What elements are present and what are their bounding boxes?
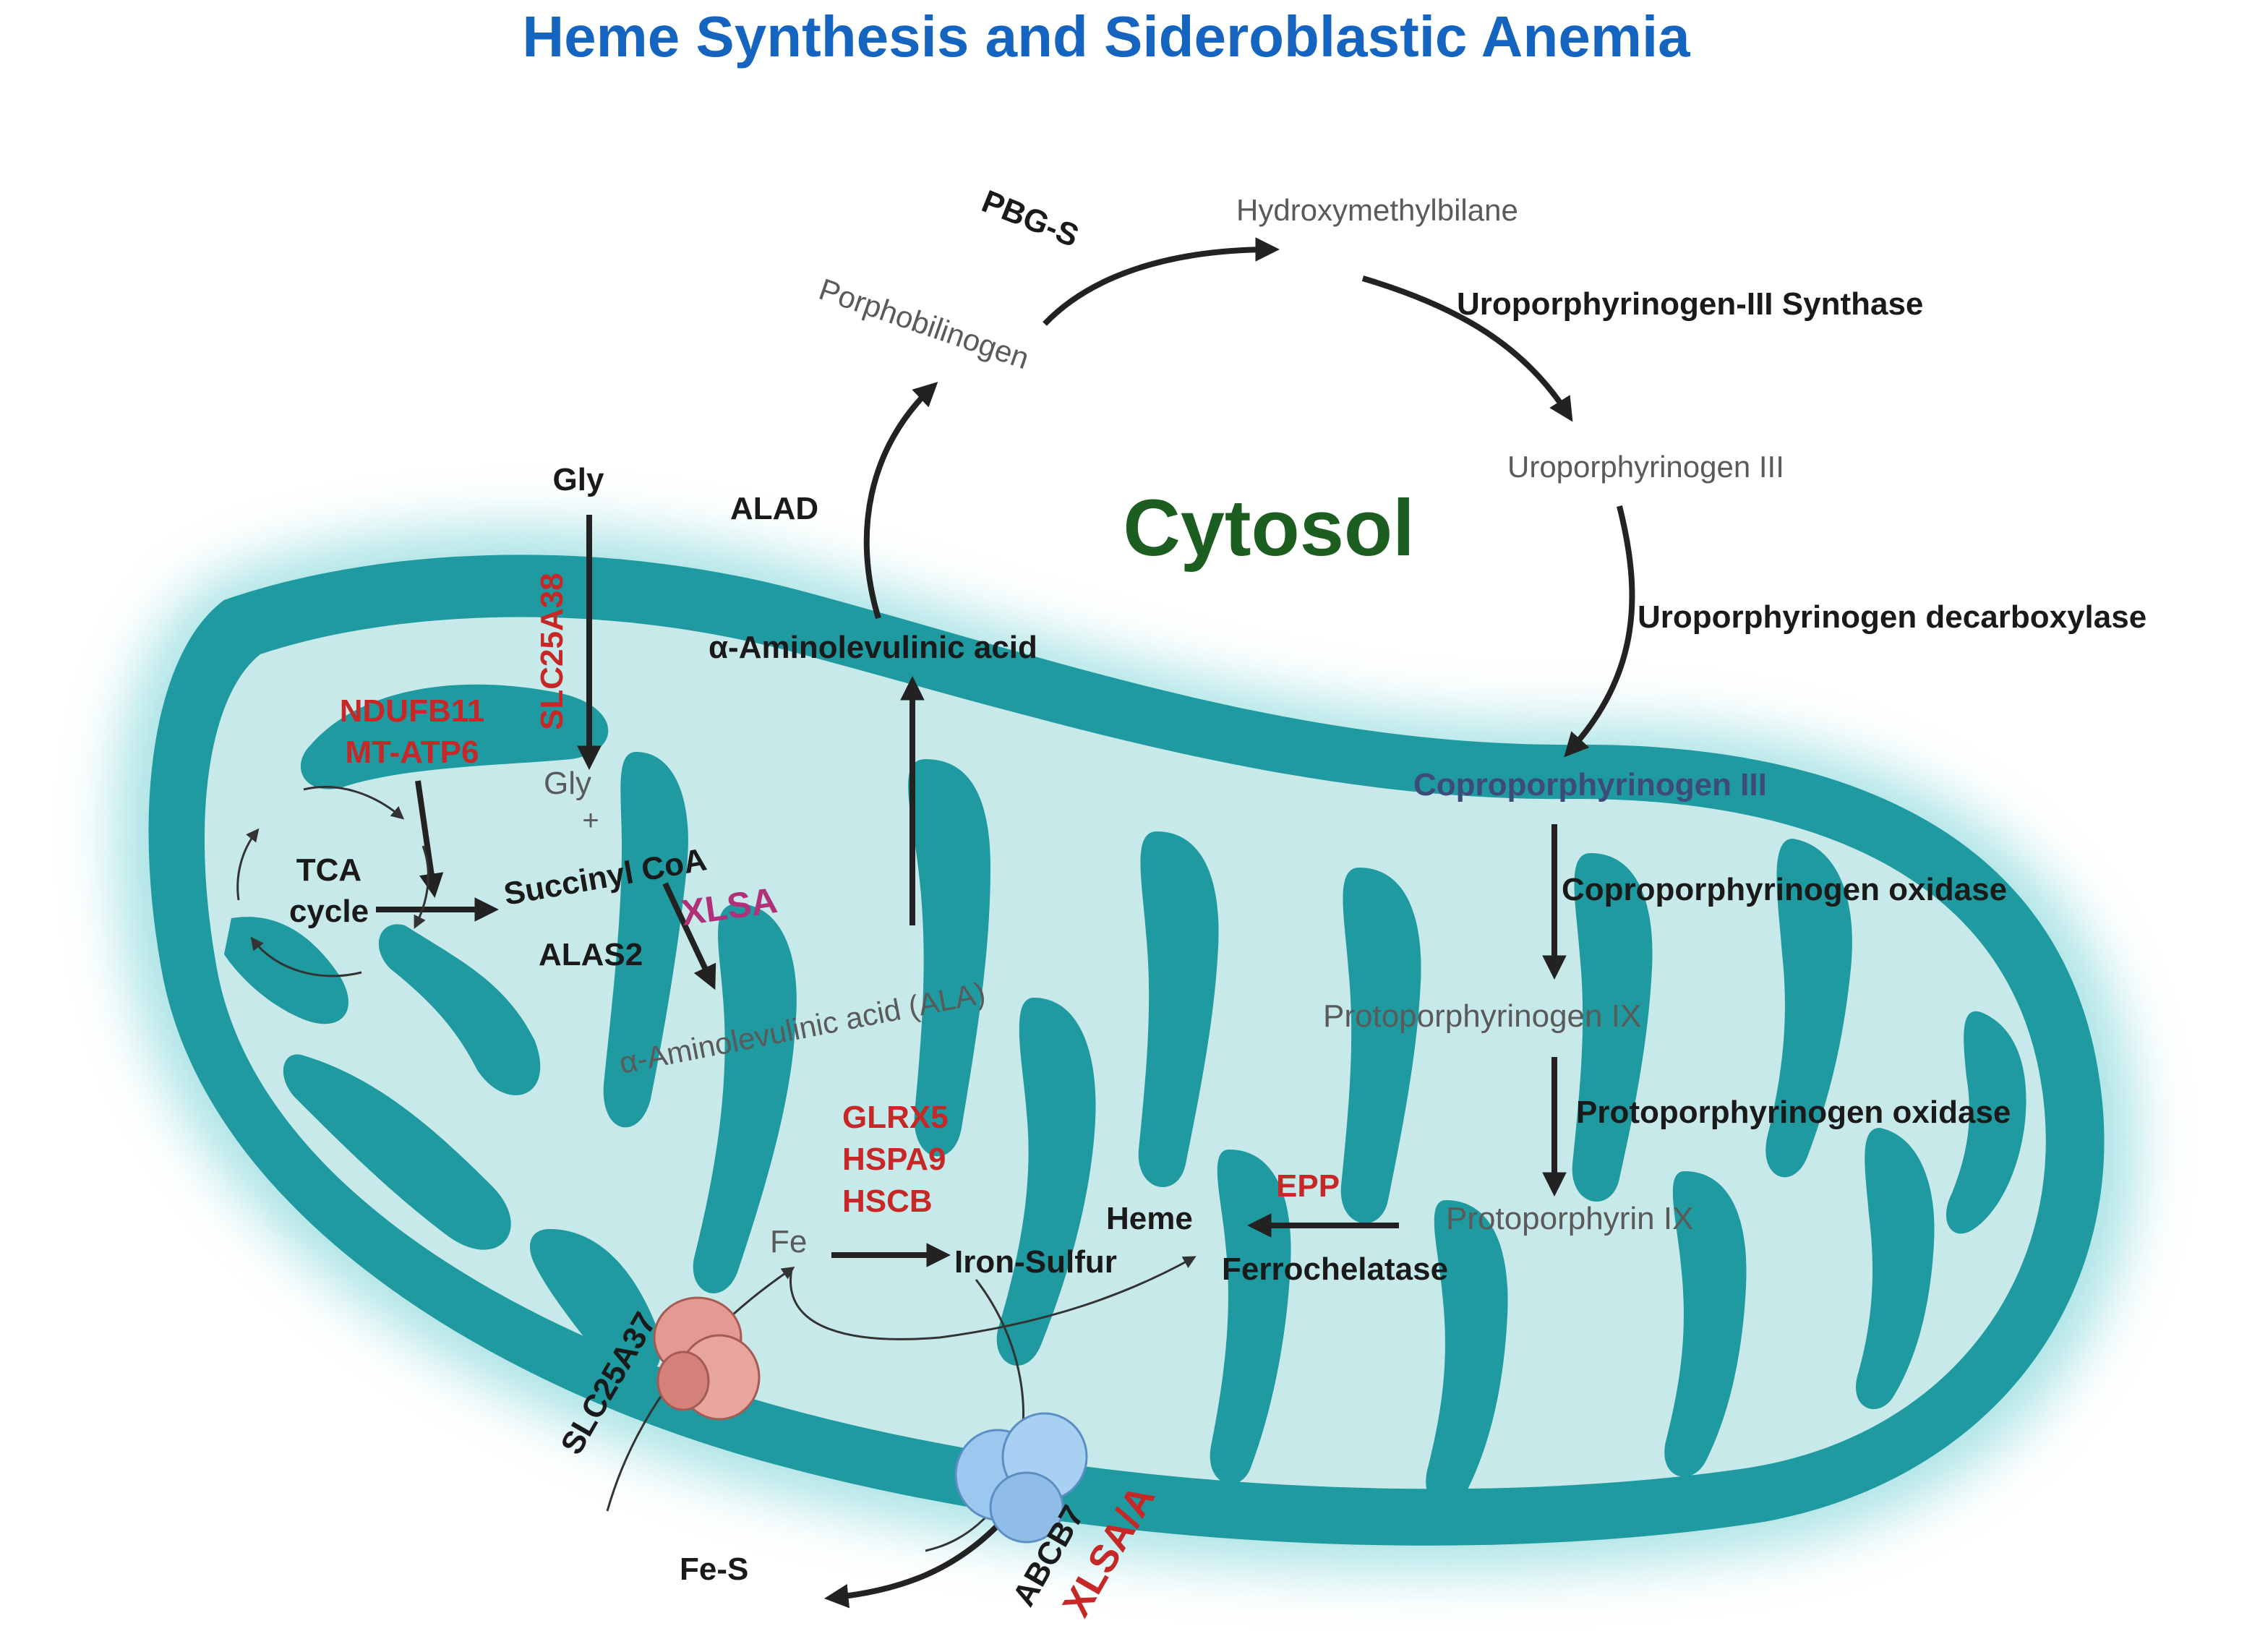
arrow-ndufb11 [415, 780, 444, 898]
pbg-s-label: PBG-S [977, 184, 1084, 254]
slc25a38-label: SLC25A38 [534, 573, 570, 730]
glrx5-label: GLRX5 [842, 1100, 949, 1135]
plus-label: + [582, 805, 599, 836]
epp-label: EPP [1276, 1168, 1340, 1204]
mitochondrion [115, 527, 2137, 1571]
tca-cycle-arc-bottom [250, 936, 362, 977]
arrow-urod [1564, 505, 1635, 758]
heme-label: Heme [1106, 1201, 1193, 1236]
ferrochelatase-label: Ferrochelatase [1222, 1251, 1448, 1287]
ndufb11-label: NDUFB11 [340, 693, 485, 729]
slc25a37-transporter [653, 1296, 761, 1421]
uroporphyrinogen-iii-label: Uroporphyrinogen III [1507, 450, 1784, 484]
protoporphyrinogen-oxidase-label: Protoporphyrinogen oxidase [1576, 1095, 2011, 1130]
tca-label-line1: TCA [296, 852, 361, 888]
gly-inner-label: Gly [544, 766, 591, 801]
hydroxymethylbilane-label: Hydroxymethylbilane [1236, 193, 1518, 227]
arrow-alas2 [662, 882, 716, 990]
arrow-fe-s-out [823, 1523, 1000, 1609]
abcb7-transporter [954, 1412, 1088, 1544]
alas2-label: ALAS2 [539, 937, 643, 972]
uroporphyrinogen-iii-synthase-label: Uroporphyrinogen-III Synthase [1457, 286, 1923, 322]
alad-label: ALAD [730, 491, 818, 526]
coproporphyrinogen-iii-label: Coproporphyrinogen III [1413, 767, 1767, 803]
fe-label: Fe [770, 1224, 807, 1259]
arrow-pbg-s [1043, 237, 1280, 326]
coproporphyrinogen-oxidase-label: Coproporphyrinogen oxidase [1562, 872, 2007, 907]
mt-atp6-label: MT-ATP6 [346, 735, 479, 770]
tca-cycle-arc-top [303, 786, 405, 820]
arrow-uroiii-synthase [1361, 275, 1573, 422]
arrow-fe-to-heme [789, 1256, 1197, 1340]
diagram-title: Heme Synthesis and Sideroblastic Anemia [522, 4, 1690, 69]
protoporphyrin-ix-label: Protoporphyrin IX [1446, 1201, 1693, 1236]
tca-cycle-arc-left [236, 828, 260, 901]
arrow-alad [863, 382, 938, 620]
tca-label-line2: cycle [289, 894, 369, 929]
hscb-label: HSCB [842, 1184, 933, 1219]
cytosol-label: Cytosol [1123, 484, 1414, 573]
iron-sulfur-label: Iron-Sulfur [954, 1244, 1117, 1280]
protoporphyrinogen-ix-label: Protoporphyrinogen IX [1323, 998, 1641, 1034]
ala-cyto-label: α-Aminolevulinic acid [709, 630, 1037, 665]
fe-s-label: Fe-S [680, 1552, 748, 1587]
tca-cycle-arc-right [414, 845, 429, 929]
porphobilinogen-label: Porphobilinogen [815, 272, 1033, 375]
uroporphyrinogen-decarboxylase-label: Uroporphyrinogen decarboxylase [1638, 599, 2146, 635]
gly-outer-label: Gly [553, 462, 604, 497]
hspa9-label: HSPA9 [842, 1142, 946, 1177]
